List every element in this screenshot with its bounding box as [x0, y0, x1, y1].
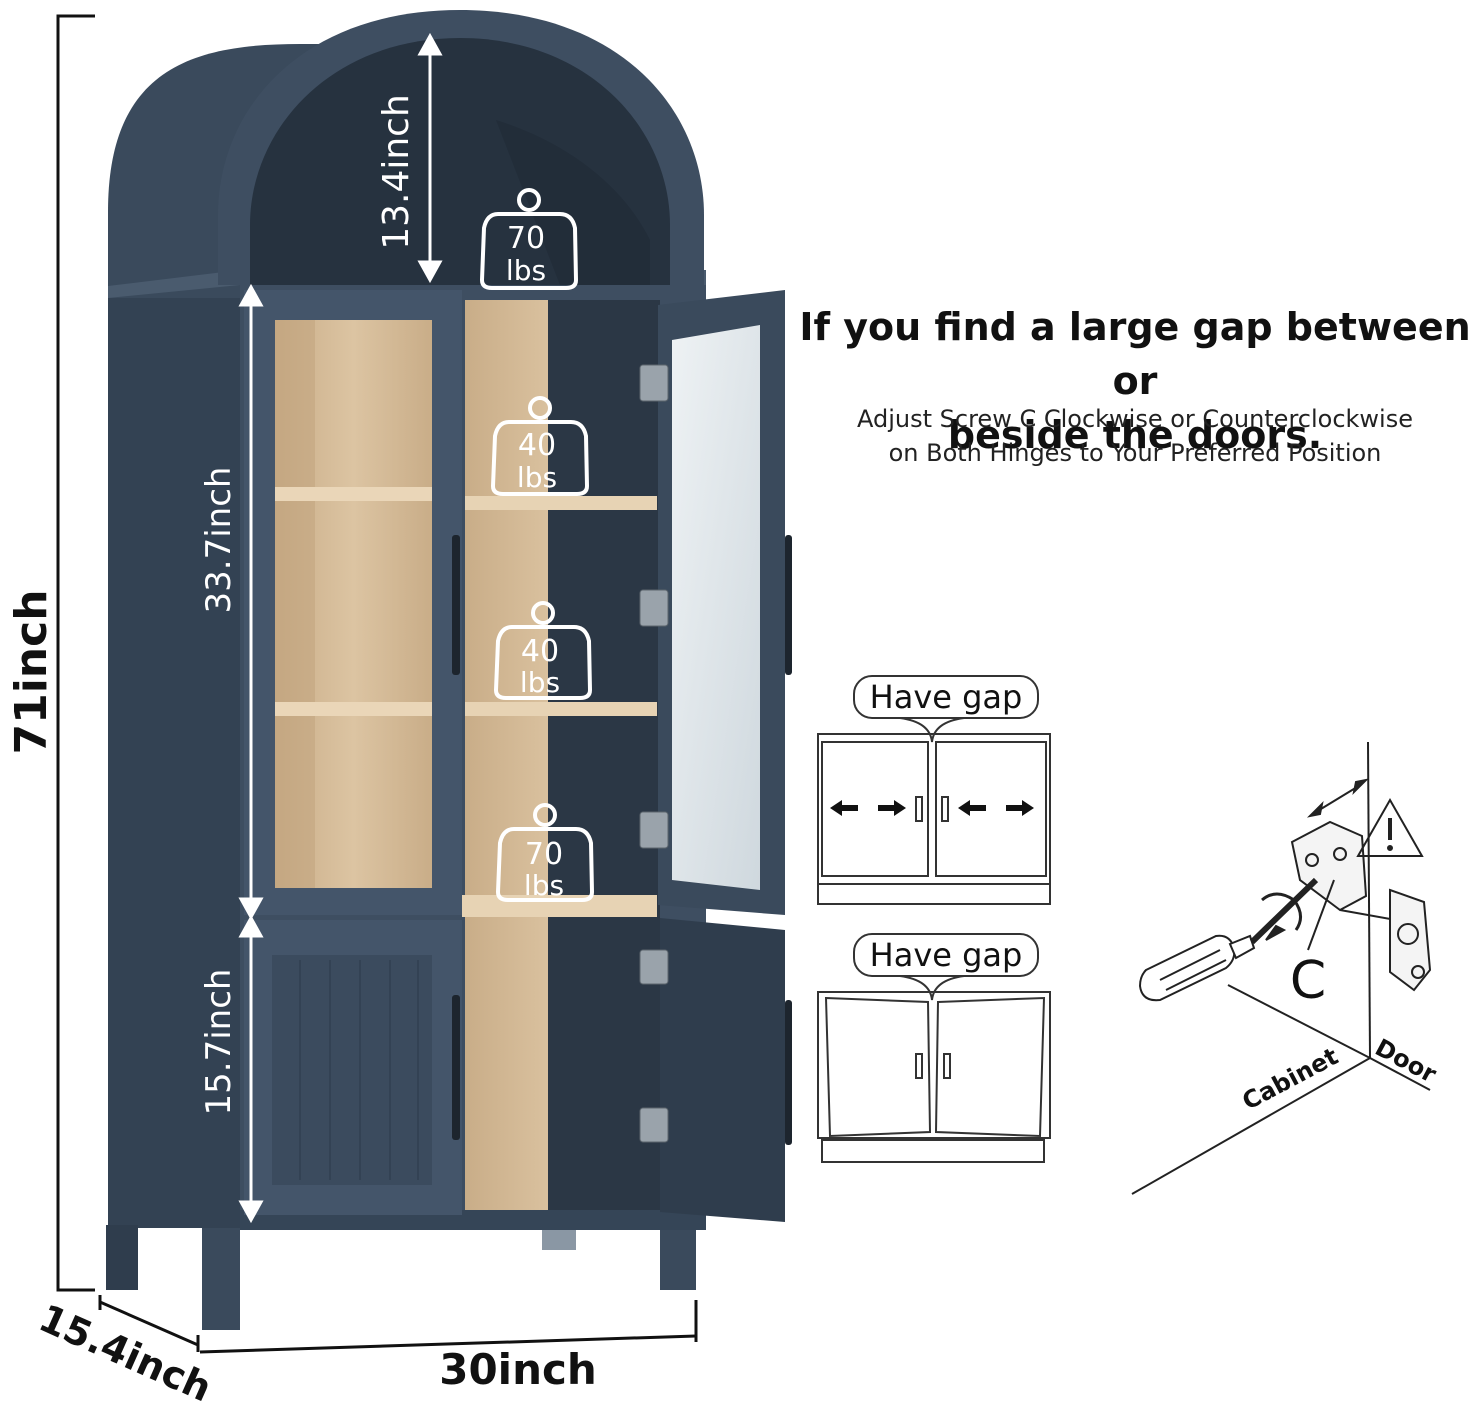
screwdriver — [1138, 877, 1319, 1002]
weight-badge-shelf2: 40 lbs — [493, 601, 593, 700]
instruction-subtext: Adjust Screw C Clockwise or Counterclock… — [790, 402, 1470, 470]
gap-diagram-1 — [817, 675, 1051, 905]
lower-section-label: 15.7inch — [199, 969, 239, 1116]
right-glass-door-open[interactable] — [658, 290, 792, 915]
width-label: 30inch — [439, 1345, 597, 1394]
hinges — [639, 364, 669, 1143]
left-lower-handle[interactable] — [452, 995, 460, 1140]
instruction-heading: If you find a large gap between or besid… — [790, 300, 1470, 462]
upper-section-dimension — [238, 283, 264, 921]
weight-shelf2-num: 40 — [521, 634, 559, 669]
weight-top-unit: lbs — [506, 254, 546, 287]
weight-shelf1-unit: lbs — [517, 461, 557, 494]
instruction-line-2: beside the doors. — [947, 413, 1323, 457]
upper-section-label: 33.7inch — [199, 467, 239, 614]
instruction-sub-1: Adjust Screw C Clockwise or Counterclock… — [857, 405, 1413, 433]
gap-diagram-2 — [817, 933, 1051, 1163]
height-dimension-line — [56, 14, 95, 1292]
weight-shelf3-unit: lbs — [524, 869, 564, 902]
left-upper-handle[interactable] — [452, 535, 460, 675]
screw-pointer — [1307, 879, 1335, 951]
right-lower-door-open[interactable] — [660, 918, 792, 1222]
door-label: Door — [1371, 1033, 1441, 1088]
weight-badge-shelf3: 70 lbs — [495, 803, 595, 902]
top-arch-label: 13.4inch — [376, 94, 417, 250]
gap-arrows — [830, 800, 1034, 816]
depth-dimension-line — [98, 1295, 200, 1352]
gap-label-1: Have gap — [870, 678, 1023, 716]
left-glass-door[interactable] — [244, 290, 462, 915]
weight-shelf2-unit: lbs — [520, 666, 560, 699]
weight-shelf1-num: 40 — [518, 428, 556, 463]
screw-label: C — [1290, 951, 1326, 1011]
left-lower-door[interactable] — [244, 920, 462, 1215]
lower-section-dimension — [238, 914, 264, 1224]
gap-label-2: Have gap — [870, 936, 1023, 974]
weight-top-num: 70 — [507, 221, 545, 256]
hinge-diagram — [1131, 741, 1432, 1195]
instruction-line-1: If you find a large gap between or — [799, 305, 1470, 403]
height-label: 71inch — [6, 589, 57, 754]
weight-badge-shelf1: 40 lbs — [490, 396, 590, 496]
instruction-sub-2: on Both Hinges to Your Preferred Positio… — [888, 439, 1382, 467]
top-arch-dimension — [417, 32, 443, 284]
weight-badge-top: 70 lbs — [479, 188, 579, 290]
width-dimension-line — [199, 1300, 698, 1354]
weight-shelf3-num: 70 — [525, 837, 563, 872]
